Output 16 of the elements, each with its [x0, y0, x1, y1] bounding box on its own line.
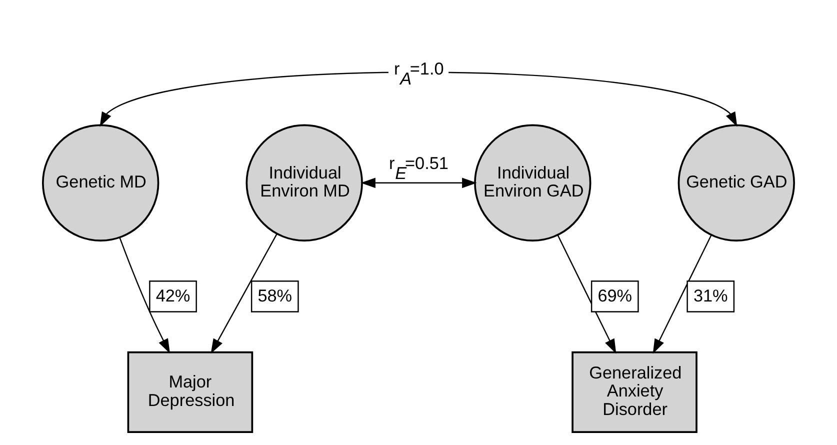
- edge-label: 69%: [598, 286, 632, 306]
- node-box: Generalized Anxiety Disorder: [572, 351, 698, 433]
- arrow: [360, 178, 477, 188]
- node-circle: Genetic GAD: [678, 124, 795, 242]
- edge-label: 58%: [258, 286, 292, 306]
- arrow: [100, 72, 738, 127]
- arrow: [557, 235, 616, 354]
- arrow: [119, 237, 170, 354]
- arrow: [652, 235, 712, 354]
- node-box: Major Depression: [127, 351, 254, 433]
- node-circle: Genetic MD: [42, 124, 160, 242]
- node-circle: Individual Environ MD: [246, 124, 363, 242]
- arrow: [210, 234, 278, 354]
- edge-label: 31%: [693, 286, 728, 306]
- node-circle: Individual Environ GAD: [474, 124, 592, 242]
- edge-label: 42%: [156, 286, 190, 306]
